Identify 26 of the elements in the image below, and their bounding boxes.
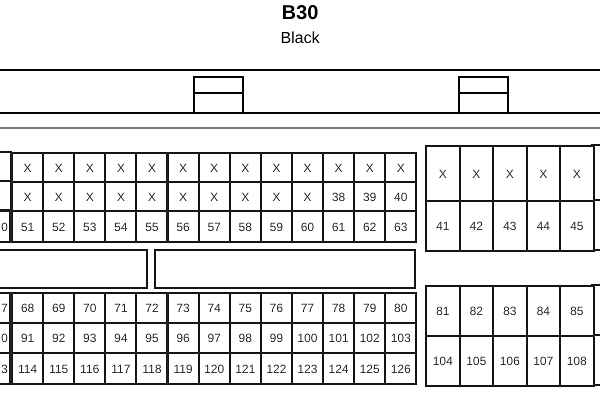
pin-cell: 0 bbox=[0, 322, 11, 354]
pin-cell: X bbox=[135, 152, 168, 183]
pin-cell: 41 bbox=[425, 200, 460, 252]
pin-cell: 104 bbox=[425, 335, 460, 387]
pin-cell: X bbox=[384, 152, 418, 183]
pin-cell: 81 bbox=[425, 285, 460, 337]
pin-cell: X bbox=[425, 145, 460, 202]
pin-cell: 0 bbox=[0, 210, 11, 243]
pin-cell: 63 bbox=[384, 210, 418, 243]
pin-cell: 119 bbox=[166, 352, 200, 385]
connector-color: Black bbox=[279, 30, 321, 48]
pin-cell: 118 bbox=[135, 352, 168, 385]
pin-cell: 126 bbox=[384, 352, 418, 385]
pin-cell: 55 bbox=[135, 210, 168, 243]
pin-cell: 56 bbox=[166, 210, 200, 243]
connector-code: B30 bbox=[280, 2, 320, 25]
pin-cell: 108 bbox=[559, 335, 594, 387]
pin-cell: 80 bbox=[384, 292, 418, 324]
pin-cell: 3 bbox=[0, 352, 11, 385]
pin-cell: 114 bbox=[11, 352, 44, 385]
pin-cell: 85 bbox=[559, 285, 594, 337]
pin-cell: 72 bbox=[135, 292, 168, 324]
pin-cell: 7 bbox=[0, 292, 11, 324]
pin-cell: X bbox=[559, 145, 594, 202]
pin-cell: 51 bbox=[11, 210, 44, 243]
pin-cell: 45 bbox=[559, 200, 594, 252]
